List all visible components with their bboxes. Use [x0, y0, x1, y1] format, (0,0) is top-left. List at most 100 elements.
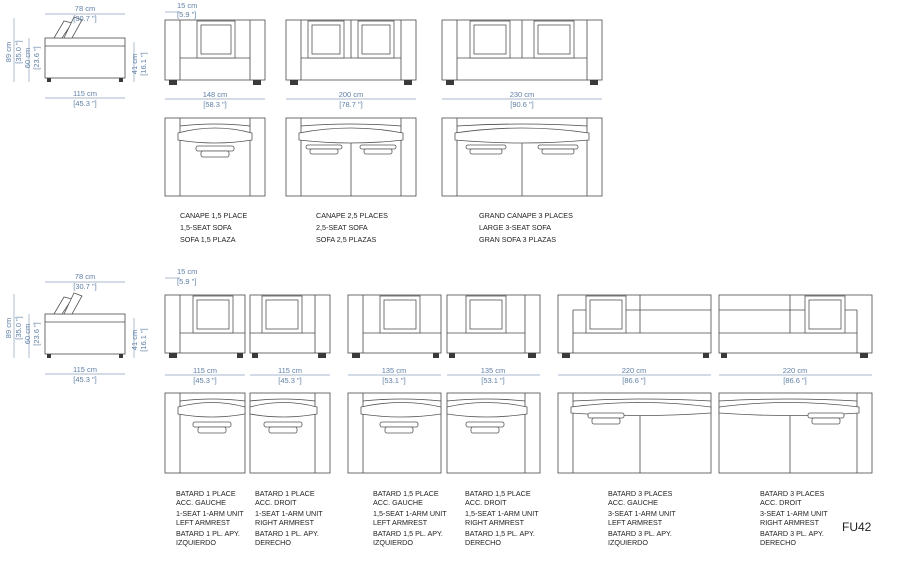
unit-2-labels: BATARD 1 PLACE ACC. DROIT 1-SEAT 1-ARM U…	[255, 489, 323, 547]
side-seat-in: [23.6 "]	[32, 46, 41, 70]
unit-4-plan-view	[446, 392, 541, 474]
unit-5-width-dim: 220 cm [86.6 "]	[558, 366, 711, 385]
side-depth-in-2: [30.7 "]	[73, 282, 97, 291]
sofa-1-labels: CANAPE 1,5 PLACE 1,5-SEAT SOFA SOFA 1,5 …	[180, 211, 247, 244]
unit-6-front-view	[718, 294, 873, 358]
unit-4-label-6: DERECHO	[465, 538, 501, 547]
side-seat-in-2: [23.6 "]	[32, 322, 41, 346]
arm-width-in: [5.9 "]	[177, 10, 196, 19]
arm-width-cm: 15 cm	[177, 1, 197, 10]
sofa-2-width-in: [78.7 "]	[339, 100, 363, 109]
unit-3-width-cm: 135 cm	[382, 366, 407, 375]
arm-width-dim-top: 15 cm [5.9 "]	[165, 1, 197, 19]
arm-width-dim-bottom: 15 cm [5.9 "]	[165, 267, 197, 286]
sofa-2-plan-view	[285, 117, 417, 197]
sofa-1-label-en: 1,5-SEAT SOFA	[180, 223, 232, 232]
unit-6-plan-view	[718, 392, 873, 474]
unit-1-label-5: BATARD 1 PL. APY.	[176, 529, 240, 538]
side-depth-cm-2: 78 cm	[75, 272, 95, 281]
unit-6-label-3: 3-SEAT 1-ARM UNIT	[760, 509, 828, 518]
unit-3-labels: BATARD 1,5 PLACE ACC. GAUCHE 1,5-SEAT 1-…	[373, 489, 447, 547]
sofa-3-width-in: [90.6 "]	[510, 100, 534, 109]
side-height-cm: 89 cm	[4, 42, 13, 62]
unit-1-label-6: IZQUIERDO	[176, 538, 216, 547]
unit-5-width-cm: 220 cm	[622, 366, 647, 375]
unit-4-labels: BATARD 1,5 PLACE ACC. DROIT 1,5-SEAT 1-A…	[465, 489, 539, 547]
sofa-3-width-dim: 230 cm [90.6 "]	[442, 90, 602, 109]
unit-5-label-6: IZQUIERDO	[608, 538, 648, 547]
sofa-2-label-es: SOFA 2,5 PLAZAS	[316, 235, 377, 244]
sofa-1-label-fr: CANAPE 1,5 PLACE	[180, 211, 247, 220]
unit-1-plan-view	[164, 392, 246, 474]
unit-2-front-view	[249, 294, 331, 358]
unit-2-label-4: RIGHT ARMREST	[255, 518, 315, 527]
unit-3-width-dim: 135 cm [53.1 "]	[348, 366, 441, 385]
unit-6-label-4: RIGHT ARMREST	[760, 518, 820, 527]
side-view-top: 78 cm [30.7 "] 89 cm [35.0 "] 60 cm [23.…	[4, 4, 148, 108]
sofa-2-front-view	[285, 19, 417, 85]
unit-6-width-in: [86.6 "]	[783, 376, 807, 385]
side-arm-cm: 41 cm	[130, 54, 139, 74]
unit-3-label-4: LEFT ARMREST	[373, 518, 428, 527]
sofa-1-width-dim: 148 cm [58.3 "]	[165, 90, 265, 109]
unit-3-front-view	[347, 294, 442, 358]
side-view-bottom: 78 cm [30.7 "] 89 cm [35.0 "] 60 cm [23.…	[4, 272, 148, 384]
unit-5-width-in: [86.6 "]	[622, 376, 646, 385]
unit-6-label-5: BATARD 3 PL. APY.	[760, 529, 824, 538]
sofa-2-width-dim: 200 cm [78.7 "]	[286, 90, 416, 109]
unit-2-label-2: ACC. DROIT	[255, 498, 297, 507]
side-width-cm-2: 115 cm	[73, 365, 97, 374]
unit-3-width-in: [53.1 "]	[382, 376, 406, 385]
unit-5-label-4: LEFT ARMREST	[608, 518, 663, 527]
sofa-1-plan-view	[164, 117, 266, 197]
unit-1-label-1: BATARD 1 PLACE	[176, 489, 236, 498]
unit-4-label-4: RIGHT ARMREST	[465, 518, 525, 527]
unit-1-label-2: ACC. GAUCHE	[176, 498, 226, 507]
sofa-3-front-view	[441, 19, 603, 85]
unit-6-label-1: BATARD 3 PLACES	[760, 489, 825, 498]
unit-2-plan-view	[249, 392, 331, 474]
unit-5-label-2: ACC. GAUCHE	[608, 498, 658, 507]
unit-3-label-1: BATARD 1,5 PLACE	[373, 489, 439, 498]
unit-2-width-dim: 115 cm [45.3 "]	[250, 366, 330, 385]
unit-3-label-6: IZQUIERDO	[373, 538, 413, 547]
sofa-2-label-fr: CANAPE 2,5 PLACES	[316, 211, 388, 220]
unit-4-label-1: BATARD 1,5 PLACE	[465, 489, 531, 498]
sofa-3-label-fr: GRAND CANAPE 3 PLACES	[479, 211, 573, 220]
side-arm-in: [16.1 "]	[139, 52, 148, 76]
sofa-3-plan-view	[441, 117, 603, 197]
unit-5-label-3: 3-SEAT 1-ARM UNIT	[608, 509, 676, 518]
unit-4-label-5: BATARD 1,5 PL. APY.	[465, 529, 535, 538]
unit-4-width-in: [53.1 "]	[481, 376, 505, 385]
side-width-in: [45.3 "]	[73, 99, 97, 108]
unit-3-label-2: ACC. GAUCHE	[373, 498, 423, 507]
sofa-3-width-cm: 230 cm	[510, 90, 535, 99]
unit-2-label-1: BATARD 1 PLACE	[255, 489, 315, 498]
page-code: FU42	[842, 520, 872, 534]
unit-6-labels: BATARD 3 PLACES ACC. DROIT 3-SEAT 1-ARM …	[760, 489, 828, 547]
sofa-1-label-es: SOFA 1,5 PLAZA	[180, 235, 236, 244]
unit-2-width-cm: 115 cm	[278, 366, 302, 375]
unit-1-width-cm: 115 cm	[193, 366, 217, 375]
side-height-in: [35.0 "]	[14, 40, 23, 64]
sofa-1-width-in: [58.3 "]	[203, 100, 227, 109]
unit-1-width-dim: 115 cm [45.3 "]	[165, 366, 245, 385]
unit-5-label-5: BATARD 3 PL. APY.	[608, 529, 672, 538]
side-width-in-2: [45.3 "]	[73, 375, 97, 384]
unit-1-label-4: LEFT ARMREST	[176, 518, 231, 527]
unit-5-plan-view	[557, 392, 712, 474]
unit-2-label-3: 1-SEAT 1-ARM UNIT	[255, 509, 323, 518]
unit-3-plan-view	[347, 392, 442, 474]
unit-1-labels: BATARD 1 PLACE ACC. GAUCHE 1-SEAT 1-ARM …	[176, 489, 244, 547]
unit-6-width-dim: 220 cm [86.6 "]	[719, 366, 872, 385]
sofa-3-labels: GRAND CANAPE 3 PLACES LARGE 3-SEAT SOFA …	[479, 211, 573, 244]
unit-6-label-2: ACC. DROIT	[760, 498, 802, 507]
unit-2-label-6: DERECHO	[255, 538, 291, 547]
sofa-2-label-en: 2,5-SEAT SOFA	[316, 223, 368, 232]
unit-3-label-5: BATARD 1,5 PL. APY.	[373, 529, 443, 538]
side-height-in-2: [35.0 "]	[14, 316, 23, 340]
side-depth-cm: 78 cm	[75, 4, 95, 13]
side-seat-cm: 60 cm	[23, 48, 32, 68]
